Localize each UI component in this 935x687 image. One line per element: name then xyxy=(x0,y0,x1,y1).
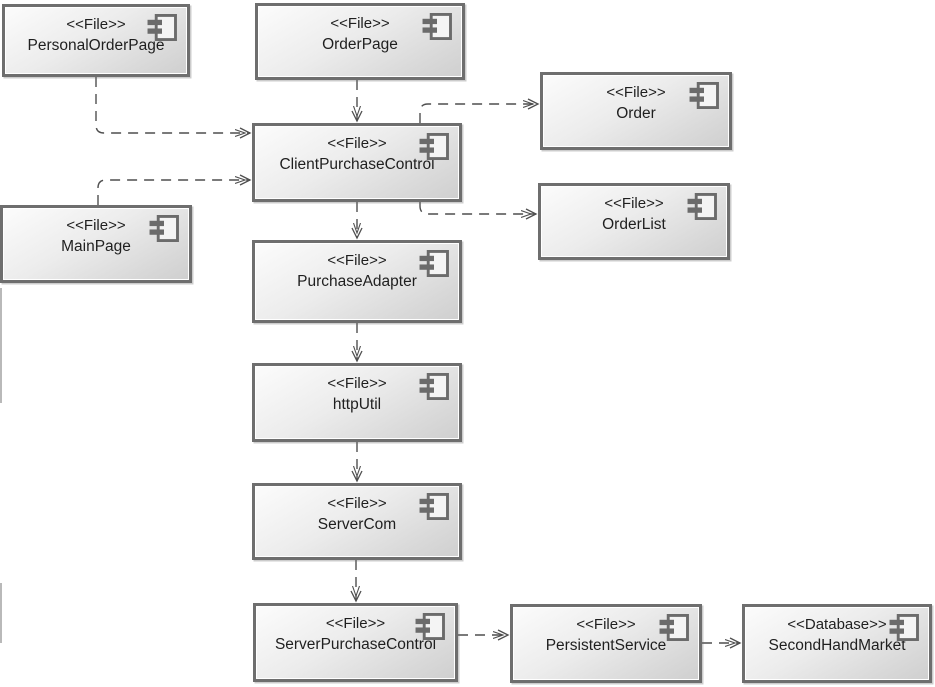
node-stereotype: <<File>> xyxy=(325,615,386,632)
component-icon xyxy=(686,193,718,220)
component-icon xyxy=(688,82,720,109)
node-name: MainPage xyxy=(61,238,131,255)
diagram-node-servercom: <<File>> ServerCom xyxy=(252,483,462,560)
component-icon xyxy=(414,613,446,640)
diagram-node-purchaseadapter: <<File>> PurchaseAdapter xyxy=(252,240,462,323)
node-stereotype: <<File>> xyxy=(604,195,664,212)
diagram-node-order: <<File>> Order xyxy=(540,72,732,150)
node-name: PersistentService xyxy=(545,637,667,654)
diagram-node-serverpurchasecontrol: <<File>> ServerPurchaseControl xyxy=(253,603,458,682)
node-stereotype: <<File>> xyxy=(327,135,387,152)
component-icon xyxy=(888,614,920,641)
page-edge-artifact xyxy=(0,583,2,643)
diagram-node-secondhandmarket: <<Database>> SecondHandMarket xyxy=(742,604,932,683)
diagram-node-orderlist: <<File>> OrderList xyxy=(538,183,730,260)
node-name: SecondHandMarket xyxy=(768,637,906,654)
component-icon xyxy=(418,373,450,400)
node-name: OrderList xyxy=(602,216,666,233)
node-name: ServerCom xyxy=(317,516,397,533)
node-stereotype: <<File>> xyxy=(66,16,126,33)
node-name: PurchaseAdapter xyxy=(297,273,417,290)
diagram-node-orderpage: <<File>> OrderPage xyxy=(255,3,465,80)
diagram-node-mainpage: <<File>> MainPage xyxy=(0,205,192,283)
edge-personalorderpage-to-clientpurchasecontrol xyxy=(95,77,250,133)
edge-mainpage-to-clientpurchasecontrol xyxy=(97,180,250,205)
node-stereotype: <<File>> xyxy=(327,495,387,512)
component-icon xyxy=(418,133,450,160)
node-name: ServerPurchaseControl xyxy=(274,636,437,653)
node-name: PersonalOrderPage xyxy=(27,37,165,54)
diagram-node-clientpurchasecontrol: <<File>> ClientPurchaseControl xyxy=(252,123,462,202)
component-icon xyxy=(421,13,453,40)
component-icon xyxy=(148,215,180,242)
node-name: OrderPage xyxy=(322,36,398,53)
node-name: Order xyxy=(616,105,656,122)
diagram-node-personalorderpage: <<File>> PersonalOrderPage xyxy=(2,4,190,77)
diagram-node-httputil: <<File>> httpUtil xyxy=(252,363,462,442)
component-icon xyxy=(418,250,450,277)
node-stereotype: <<File>> xyxy=(330,15,390,32)
node-stereotype: <<File>> xyxy=(576,616,636,633)
diagram-node-persistentservice: <<File>> PersistentService xyxy=(510,604,702,683)
node-stereotype: <<File>> xyxy=(327,375,387,392)
component-icon xyxy=(658,614,690,641)
node-stereotype: <<File>> xyxy=(327,252,387,269)
edge-clientpurchasecontrol-to-order xyxy=(419,104,538,123)
page-edge-artifact xyxy=(0,288,2,403)
node-stereotype: <<File>> xyxy=(606,84,666,101)
node-stereotype: <<Database>> xyxy=(787,616,887,633)
node-name: httpUtil xyxy=(332,396,382,413)
edge-clientpurchasecontrol-to-orderlist xyxy=(419,202,536,214)
node-stereotype: <<File>> xyxy=(66,217,126,234)
component-icon xyxy=(418,493,450,520)
node-name: ClientPurchaseControl xyxy=(279,156,435,173)
component-icon xyxy=(146,14,178,41)
